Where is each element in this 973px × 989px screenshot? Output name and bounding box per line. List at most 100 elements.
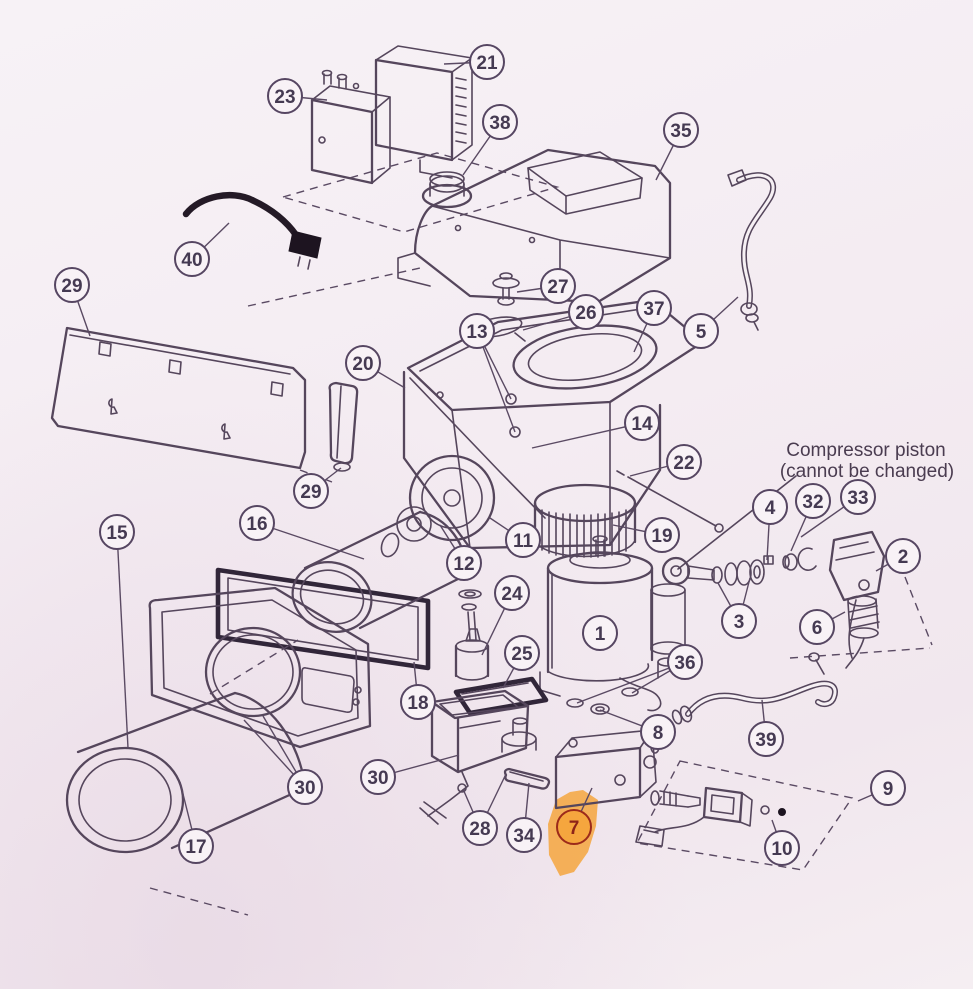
balloon-circle bbox=[469, 44, 505, 80]
balloon-circle bbox=[663, 112, 699, 148]
balloon-circle bbox=[267, 78, 303, 114]
balloon-number: 20 bbox=[352, 354, 373, 375]
balloon-29: 29 bbox=[293, 467, 342, 509]
piston-and-seal-parts bbox=[661, 475, 933, 669]
balloon-circle bbox=[721, 603, 757, 639]
balloon-circle bbox=[482, 104, 518, 140]
annotation-line-2: (cannot be changed) bbox=[780, 461, 954, 482]
balloon-23: 23 bbox=[267, 78, 328, 114]
leader-line bbox=[256, 522, 365, 560]
balloon-13: 13 bbox=[459, 313, 516, 433]
balloon-number: 25 bbox=[511, 644, 533, 665]
balloon-15: 15 bbox=[99, 514, 135, 749]
balloon-26: 26 bbox=[522, 294, 604, 331]
balloon-20: 20 bbox=[345, 345, 406, 389]
balloon-number: 27 bbox=[547, 277, 568, 298]
balloon-27: 27 bbox=[516, 268, 576, 304]
balloon-number: 12 bbox=[453, 554, 474, 575]
balloon-number: 19 bbox=[651, 526, 672, 547]
main-housing-parts bbox=[396, 272, 724, 558]
annotation: Compressor piston (cannot be changed) bbox=[780, 440, 954, 482]
balloon-40: 40 bbox=[174, 222, 230, 277]
balloon-17: 17 bbox=[178, 781, 214, 864]
balloon-22: 22 bbox=[629, 444, 702, 480]
balloon-8: 8 bbox=[599, 709, 676, 750]
balloon-number: 37 bbox=[643, 299, 664, 320]
balloon-2: 2 bbox=[875, 538, 921, 574]
balloon-number: 23 bbox=[274, 87, 295, 108]
balloon-circle bbox=[506, 817, 542, 853]
balloon-circle bbox=[446, 545, 482, 581]
balloon-circle bbox=[400, 684, 436, 720]
balloon-10: 10 bbox=[764, 819, 800, 866]
balloon-number: 18 bbox=[407, 693, 428, 714]
balloon-circle bbox=[644, 517, 680, 553]
balloon-circle bbox=[666, 444, 702, 480]
balloon-circle bbox=[556, 809, 592, 845]
balloon-14: 14 bbox=[531, 405, 660, 449]
balloon-number: 24 bbox=[501, 584, 523, 605]
balloon-circle bbox=[667, 644, 703, 680]
balloon-circle bbox=[360, 759, 396, 795]
balloon-number: 29 bbox=[61, 276, 82, 297]
balloon-29: 29 bbox=[54, 267, 91, 337]
tank-and-pump-parts bbox=[419, 589, 660, 876]
balloon-9: 9 bbox=[857, 770, 906, 806]
balloon-number: 6 bbox=[812, 618, 823, 639]
balloon-12: 12 bbox=[439, 524, 482, 581]
solenoid-valve-parts bbox=[635, 760, 854, 871]
balloon-circle bbox=[505, 522, 541, 558]
balloon-number: 38 bbox=[489, 113, 510, 134]
balloon-number: 30 bbox=[367, 768, 388, 789]
balloon-28: 28 bbox=[462, 773, 507, 846]
leader-line bbox=[576, 661, 686, 704]
balloon-11: 11 bbox=[489, 517, 541, 558]
balloon-circle bbox=[494, 575, 530, 611]
balloon-3: 3 bbox=[717, 577, 757, 639]
balloon-circle bbox=[287, 769, 323, 805]
pipe-part bbox=[727, 169, 777, 331]
balloon-number: 26 bbox=[575, 303, 596, 324]
balloon-number: 15 bbox=[106, 523, 128, 544]
balloon-number: 22 bbox=[673, 453, 694, 474]
balloon-number: 10 bbox=[771, 839, 792, 860]
balloon-number: 8 bbox=[653, 723, 664, 744]
balloon-18: 18 bbox=[400, 661, 436, 720]
balloon-circle bbox=[870, 770, 906, 806]
balloon-number: 29 bbox=[300, 482, 321, 503]
balloon-number: 3 bbox=[734, 612, 745, 633]
balloon-6: 6 bbox=[799, 609, 846, 645]
balloon-38: 38 bbox=[462, 104, 518, 176]
balloon-24: 24 bbox=[481, 575, 530, 656]
balloon-number: 7 bbox=[569, 818, 580, 839]
balloon-number: 4 bbox=[765, 498, 776, 519]
balloon-number: 21 bbox=[476, 53, 498, 74]
hose-part bbox=[671, 652, 838, 725]
balloon-39: 39 bbox=[748, 699, 784, 757]
balloon-number: 14 bbox=[631, 414, 653, 435]
balloon-circle bbox=[795, 483, 831, 519]
balloon-circle bbox=[504, 635, 540, 671]
balloon-1: 1 bbox=[582, 615, 618, 651]
blower-cover-part bbox=[397, 148, 672, 304]
balloon-19: 19 bbox=[612, 517, 680, 553]
mount-panel-parts bbox=[50, 267, 421, 483]
balloon-number: 1 bbox=[595, 624, 606, 645]
balloon-circle bbox=[54, 267, 90, 303]
balloon-25: 25 bbox=[502, 635, 540, 689]
balloon-circle bbox=[764, 830, 800, 866]
balloon-circle bbox=[624, 405, 660, 441]
leader-line bbox=[531, 422, 643, 449]
balloon-number: 28 bbox=[469, 819, 490, 840]
balloon-4: 4 bbox=[752, 489, 788, 561]
balloon-number: 30 bbox=[294, 778, 315, 799]
balloon-number: 36 bbox=[674, 653, 695, 674]
balloon-number: 5 bbox=[696, 322, 707, 343]
balloon-33: 33 bbox=[800, 479, 876, 538]
balloon-circle bbox=[582, 615, 618, 651]
balloon-circle bbox=[636, 290, 672, 326]
balloon-circle bbox=[459, 313, 495, 349]
